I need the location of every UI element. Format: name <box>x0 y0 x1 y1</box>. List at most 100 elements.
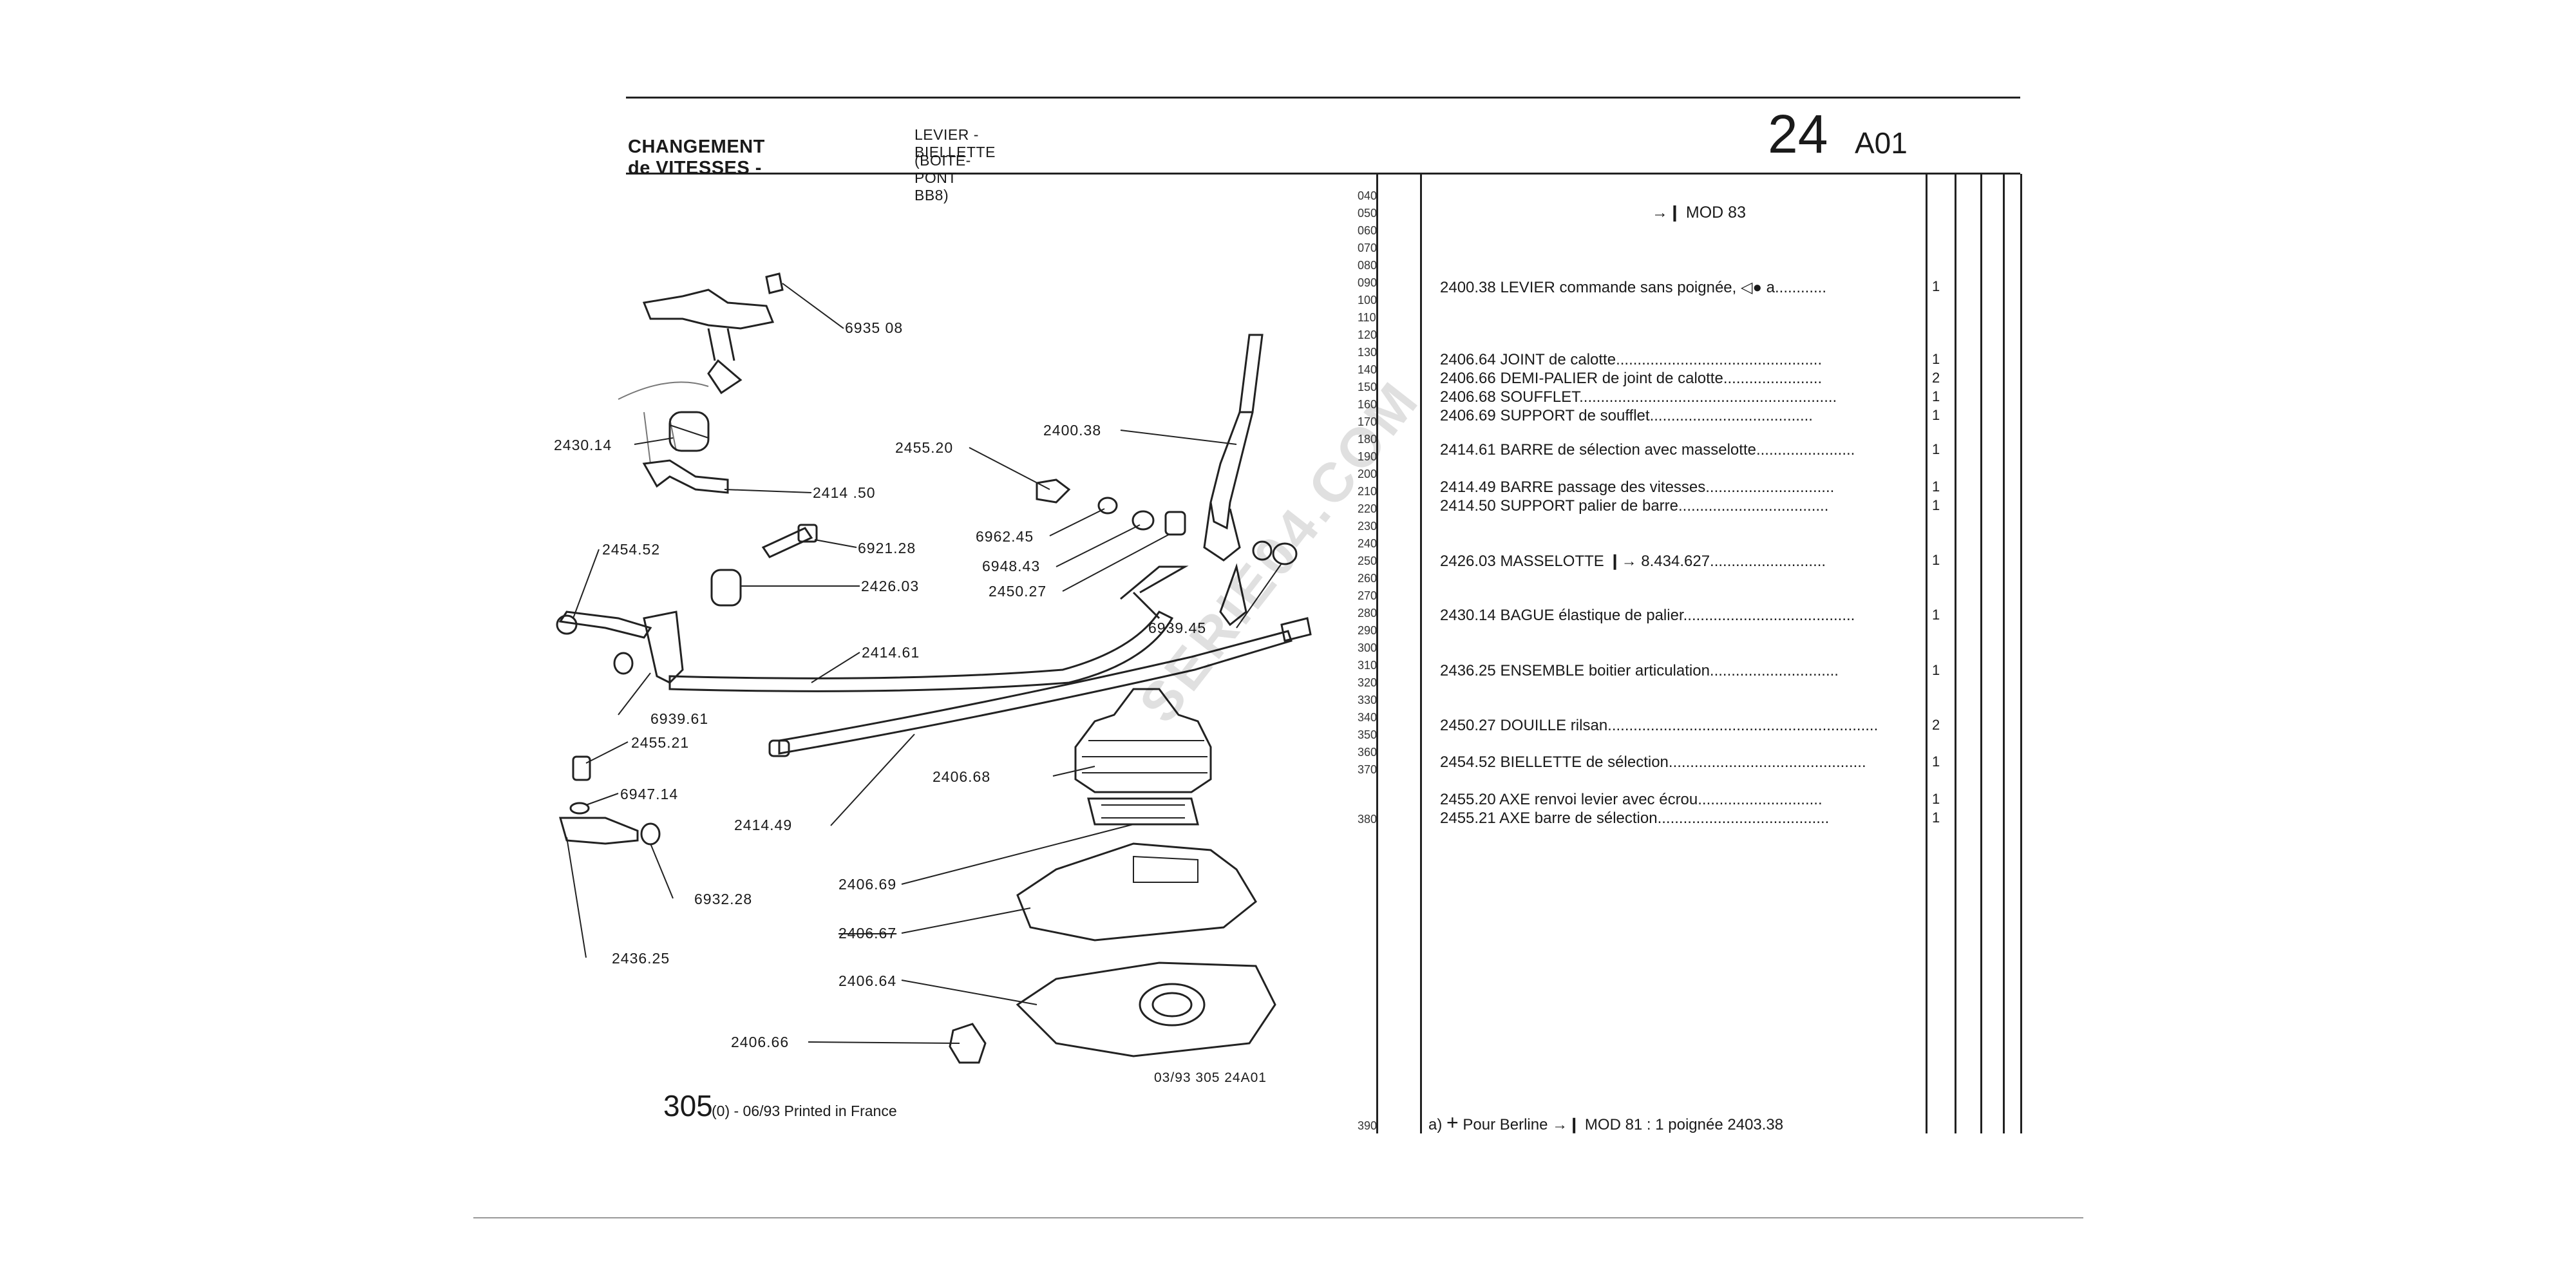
parts-row: 2406.68 SOUFFLET........................… <box>1440 388 1837 406</box>
parts-row: 2426.03 MASSELOTTE ❙→ 8.434.627.........… <box>1440 553 1826 570</box>
print-info: (0) - 06/93 Printed in France <box>712 1103 897 1119</box>
axe-2455-20 <box>1036 478 1071 504</box>
parts-row: 2430.14 BAGUE élastique de palier.......… <box>1440 607 1855 624</box>
demi-palier-2406-66 <box>949 1023 987 1064</box>
line-number: 100 <box>1358 294 1378 307</box>
bracket-upper <box>642 289 775 330</box>
line-number: 160 <box>1358 398 1378 411</box>
line-number: 070 <box>1358 242 1378 254</box>
line-number: 150 <box>1358 381 1378 393</box>
bague-2430-14 <box>668 411 710 452</box>
diagram-label: 6939.61 <box>650 710 709 727</box>
parts-row: 2414.61 BARRE de sélection avec masselot… <box>1440 441 1855 459</box>
qty: 1 <box>1932 791 1940 807</box>
lever-symbol-icon: ◁● <box>1741 279 1762 296</box>
washer-6948-43 <box>1132 510 1155 531</box>
replaced-by-arrow-icon: ❙→ <box>1608 553 1637 570</box>
reference-code: 03/93 305 24A01 <box>1154 1070 1267 1085</box>
qty: 1 <box>1932 407 1940 423</box>
line-number: 290 <box>1358 624 1378 637</box>
column-rule <box>1955 174 1956 1133</box>
line-number: 260 <box>1358 572 1378 585</box>
parts-row: 2455.20 AXE renvoi levier avec écrou....… <box>1440 791 1823 808</box>
header-title: CHANGEMENT de VITESSES - <box>628 137 765 178</box>
barre-selection-2414-61 <box>668 611 1174 692</box>
description-divider <box>1420 174 1422 1133</box>
header-subtitle-2: (BOITE-PONT BB8) <box>914 152 971 204</box>
group-number: 24 <box>1768 104 1828 164</box>
diagram-label: 2436.25 <box>612 950 670 967</box>
line-number: 170 <box>1358 415 1378 428</box>
parts-row: 2406.69 SUPPORT de soufflet.............… <box>1440 407 1813 424</box>
bush-2450-27 <box>1164 511 1186 536</box>
line-number: 230 <box>1358 520 1378 533</box>
footnote: a) + Pour Berline →❙ MOD 81 : 1 poignée … <box>1428 1111 1784 1134</box>
page-number: 305 <box>663 1089 713 1122</box>
diagram-label: 2414 .50 <box>813 484 876 501</box>
header-top-rule <box>626 97 2020 99</box>
diagram-label: 6932.28 <box>694 891 753 907</box>
support-2414-50 <box>642 459 729 494</box>
shift-lever <box>1238 334 1264 413</box>
diagram-label: 2455.20 <box>895 439 954 456</box>
parts-row: 2450.27 DOUILLE rilsan..................… <box>1440 717 1879 734</box>
qty: 1 <box>1932 497 1940 513</box>
diagram-label: 2426.03 <box>861 578 920 594</box>
header-subtitle-1: LEVIER - BIELLETTE <box>914 126 996 160</box>
diagram-label: 2406.68 <box>933 768 991 785</box>
axe-2455-21 <box>572 755 591 781</box>
diagram-label: 2406.66 <box>731 1034 790 1050</box>
qty: 1 <box>1932 810 1940 826</box>
column-rule <box>2020 174 2022 1133</box>
line-number: 310 <box>1358 659 1378 672</box>
column-rule <box>1980 174 1982 1133</box>
line-number: 180 <box>1358 433 1378 446</box>
bolt-6921-28 <box>761 527 813 558</box>
diagram-label: 2450.27 <box>989 583 1047 600</box>
diagram-label: 2406.69 <box>838 876 897 893</box>
parts-row: 2454.52 BIELLETTE de sélection..........… <box>1440 753 1866 771</box>
qty: 1 <box>1932 278 1940 294</box>
nut-6939-45 <box>1272 542 1298 565</box>
parts-row: 2414.49 BARRE passage des vitesses......… <box>1440 478 1835 496</box>
line-number: 280 <box>1358 607 1378 620</box>
diagram-label: 6921.28 <box>858 540 916 556</box>
line-number: 330 <box>1358 694 1378 706</box>
diagram-label: 6947.14 <box>620 786 679 802</box>
parts-row: 2400.38 LEVIER commande sans poignée, ◁●… <box>1440 279 1826 296</box>
line-number: 060 <box>1358 224 1378 237</box>
qty: 1 <box>1932 607 1940 623</box>
line-number: 050 <box>1358 207 1378 220</box>
diagram-label: 6935 08 <box>845 319 904 336</box>
diagram-label: 2454.52 <box>602 541 661 558</box>
parts-row: 2406.64 JOINT de calotte................… <box>1440 351 1823 368</box>
line-number: 190 <box>1358 450 1378 463</box>
diagram-label: 6939.45 <box>1148 620 1207 636</box>
support-2406-69 <box>1087 797 1199 826</box>
column-rule <box>2003 174 2005 1133</box>
parts-row: 2436.25 ENSEMBLE boitier articulation...… <box>1440 662 1839 679</box>
line-number: 130 <box>1358 346 1378 359</box>
parts-row: 2414.50 SUPPORT palier de barre.........… <box>1440 497 1829 515</box>
diagram-label-superseded: 2406.67 <box>838 925 897 942</box>
bracket-clip-icon <box>765 272 784 294</box>
line-number: 320 <box>1358 676 1378 689</box>
qty: 1 <box>1932 441 1940 457</box>
diagram-label: 6962.45 <box>976 528 1034 545</box>
boitier-2436-25 <box>559 817 639 845</box>
line-number: 250 <box>1358 554 1378 567</box>
qty: 1 <box>1932 351 1940 367</box>
masselotte-2426-03 <box>710 569 742 607</box>
line-number: 380 <box>1358 813 1378 826</box>
line-number-divider <box>1376 174 1378 1133</box>
diagram-label: 2455.21 <box>631 734 690 751</box>
diagram-label: 2414.49 <box>734 817 793 833</box>
line-number: 340 <box>1358 711 1378 724</box>
diagram-label: 2406.64 <box>838 972 897 989</box>
joint-2406-64 <box>1016 961 1276 1057</box>
qty-divider <box>1926 174 1927 1133</box>
arrow-bar-icon: →❙ <box>1652 204 1681 222</box>
qty: 1 <box>1932 478 1940 495</box>
page-bottom-rule <box>473 1217 2083 1218</box>
qty: 2 <box>1932 717 1940 733</box>
